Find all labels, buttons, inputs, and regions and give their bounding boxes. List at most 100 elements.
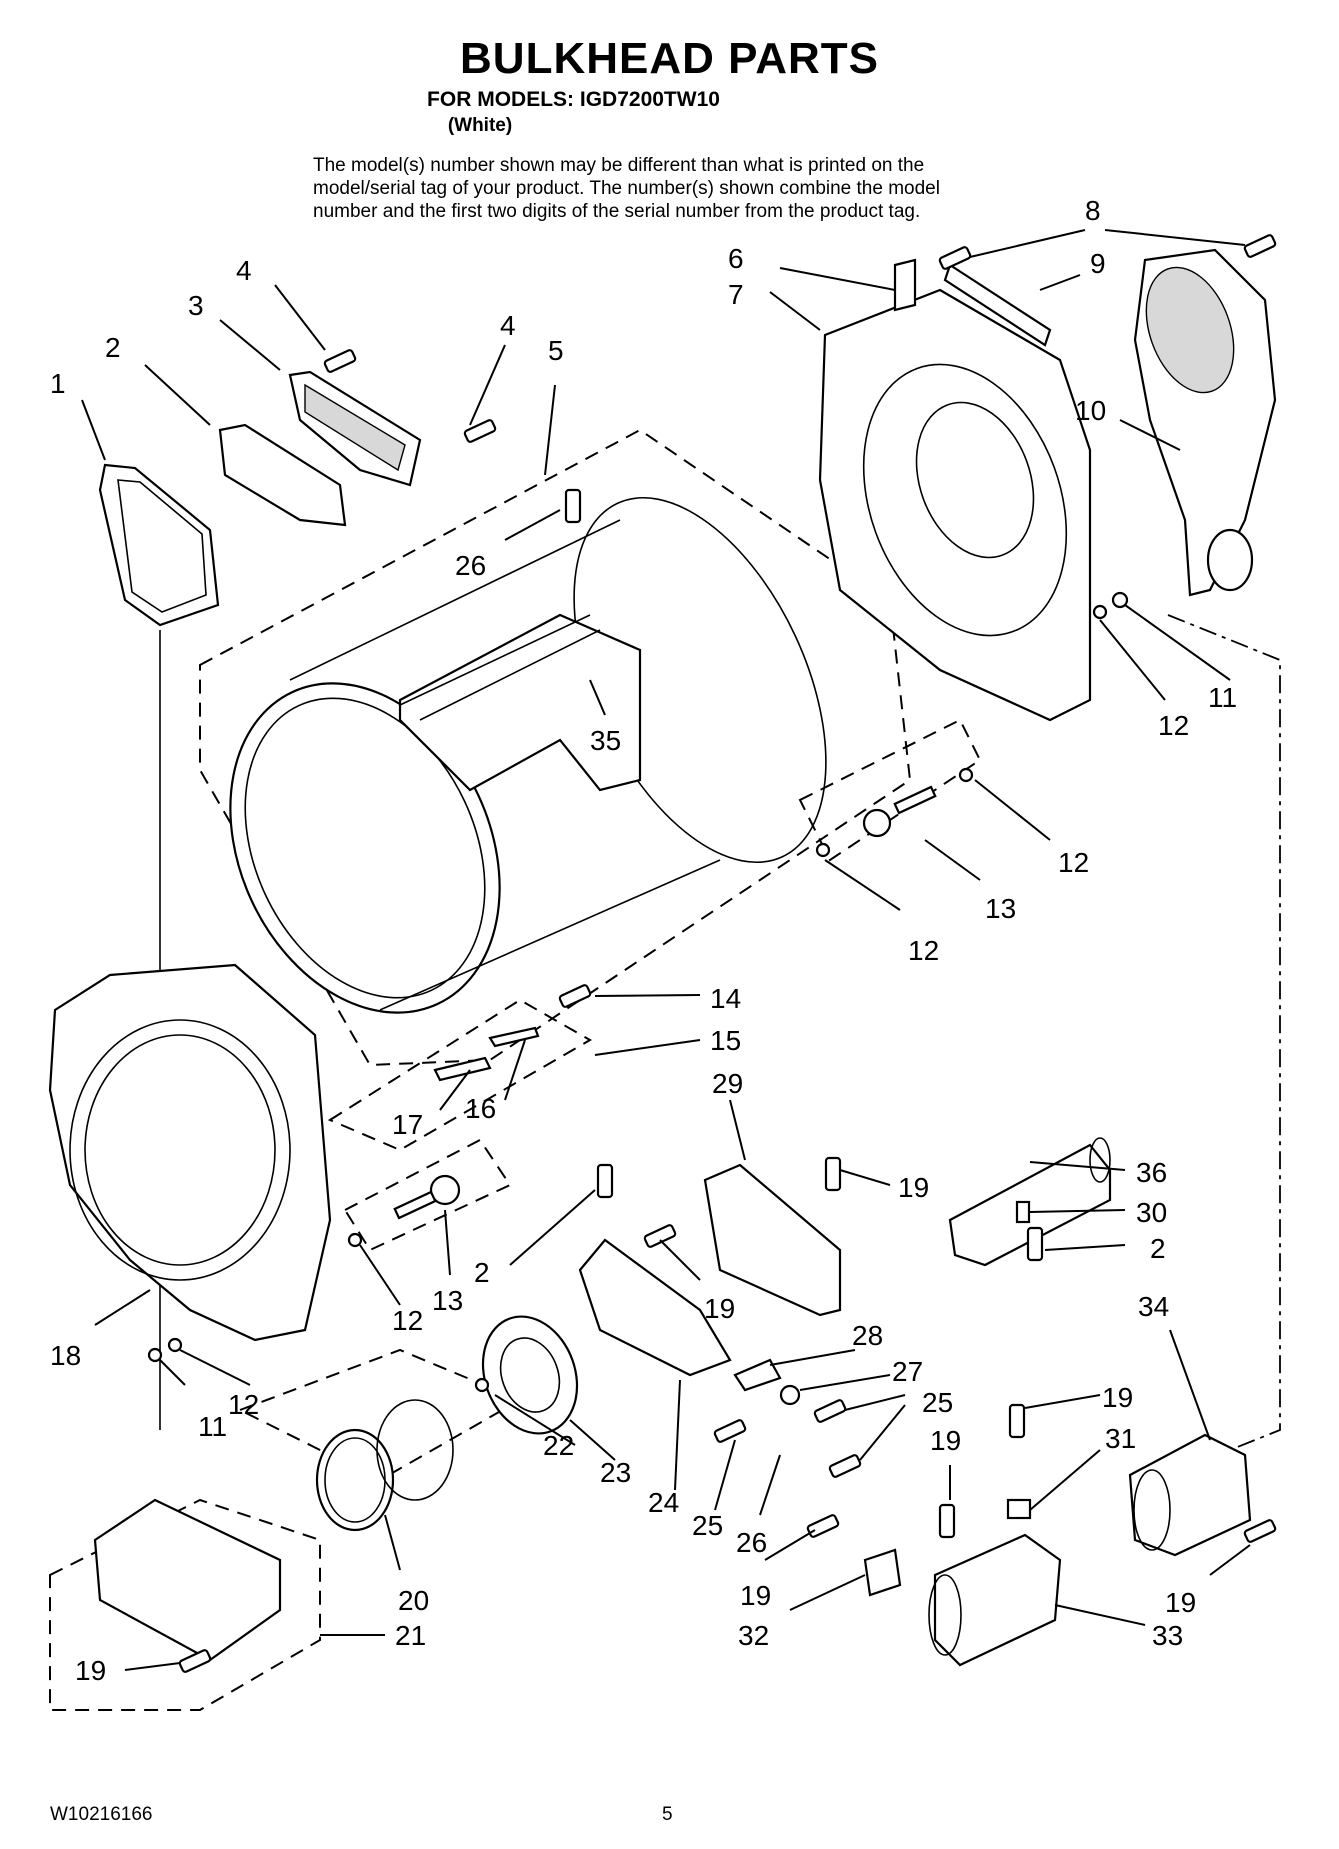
igniter-bracket xyxy=(1015,1200,1031,1224)
callout-label: 11 xyxy=(1208,682,1237,713)
washer xyxy=(815,842,831,858)
callout-label: 19 xyxy=(1102,1382,1133,1413)
screw xyxy=(824,1156,842,1192)
callout-label: 15 xyxy=(710,1025,741,1056)
screw xyxy=(828,1454,862,1478)
duct-bracket xyxy=(893,258,917,312)
callout-label: 11 xyxy=(198,1411,227,1442)
front-bulkhead-group-outline xyxy=(327,998,593,1152)
rear-bulkhead xyxy=(818,288,1092,722)
callout-label: 5 xyxy=(548,335,564,366)
callout-label: 26 xyxy=(455,550,486,581)
callout-label: 18 xyxy=(50,1340,81,1371)
page-number: 5 xyxy=(662,1804,673,1825)
duct-clip xyxy=(863,1548,902,1597)
exhaust-outlet xyxy=(933,1533,1062,1667)
screw xyxy=(323,349,357,373)
callout-label: 2 xyxy=(1150,1233,1166,1264)
blower-housing-front xyxy=(578,1238,732,1377)
drum-glide xyxy=(433,1056,492,1082)
drum-group-outline xyxy=(199,428,912,1067)
callout-label: 4 xyxy=(236,255,252,286)
washer xyxy=(958,767,974,783)
drum-front-ring xyxy=(229,682,501,1014)
nut xyxy=(147,1347,163,1363)
screw xyxy=(596,1163,614,1199)
lint-duct xyxy=(93,1498,282,1662)
callout-label: 19 xyxy=(930,1425,961,1456)
callout-label: 24 xyxy=(648,1487,679,1518)
callout-label: 32 xyxy=(738,1620,769,1651)
callout-labels: 1 2 3 4 4 5 26 35 6 7 8 9 10 11 12 12 13… xyxy=(50,195,1237,1686)
seal-ring xyxy=(376,1399,454,1501)
document-number: W10216166 xyxy=(50,1804,153,1825)
screw xyxy=(1026,1226,1044,1262)
callout-label: 22 xyxy=(543,1430,574,1461)
callout-label: 21 xyxy=(395,1620,426,1651)
rear-roller-group-outline xyxy=(343,1138,512,1252)
callout-label: 7 xyxy=(728,279,744,310)
callout-label: 2 xyxy=(474,1257,490,1288)
screw xyxy=(564,488,582,524)
models-line: FOR MODELS: IGD7200TW10 xyxy=(427,88,720,111)
page-title: BULKHEAD PARTS xyxy=(460,34,879,83)
callout-label: 12 xyxy=(392,1305,423,1336)
callout-label: 19 xyxy=(704,1293,735,1324)
callout-label: 1 xyxy=(50,368,66,399)
callout-label: 23 xyxy=(600,1457,631,1488)
callout-label: 2 xyxy=(105,332,121,363)
screw xyxy=(1243,1519,1277,1543)
drum-bearing xyxy=(429,1174,461,1206)
callout-label: 34 xyxy=(1138,1291,1169,1322)
callout-label: 25 xyxy=(692,1510,723,1541)
screw xyxy=(463,419,497,443)
rear-brace xyxy=(943,263,1052,347)
blower-group-outline xyxy=(1167,614,1281,1451)
screw xyxy=(1243,234,1277,258)
callout-label: 13 xyxy=(432,1285,463,1316)
screw xyxy=(178,1649,212,1673)
callout-label: 12 xyxy=(1158,710,1189,741)
drum-shell xyxy=(289,519,721,1011)
callout-label: 10 xyxy=(1075,395,1106,426)
note-line: number and the first two digits of the s… xyxy=(313,201,921,222)
exhaust-duct xyxy=(1128,1433,1252,1557)
blower-impeller xyxy=(481,1315,579,1435)
screw xyxy=(558,984,592,1008)
color-variant: (White) xyxy=(447,115,513,136)
screw xyxy=(643,1224,677,1248)
callout-label: 31 xyxy=(1105,1423,1136,1454)
callout-label: 19 xyxy=(75,1655,106,1686)
washer xyxy=(474,1377,490,1393)
callout-label: 8 xyxy=(1085,195,1101,226)
callout-label: 26 xyxy=(736,1527,767,1558)
blower-housing-back xyxy=(703,1163,842,1317)
callout-label: 6 xyxy=(728,243,744,274)
thermal-fuse xyxy=(779,1384,801,1406)
callout-label: 9 xyxy=(1090,248,1106,279)
washer xyxy=(1092,604,1108,620)
screw xyxy=(1008,1403,1026,1439)
lint-filter-frame xyxy=(98,463,220,627)
front-bulkhead xyxy=(48,963,332,1342)
callout-label: 12 xyxy=(1058,847,1089,878)
blower-seal xyxy=(315,1428,395,1532)
callout-label: 16 xyxy=(465,1093,496,1124)
callout-label: 33 xyxy=(1152,1620,1183,1651)
screw xyxy=(813,1399,847,1423)
callout-label: 35 xyxy=(590,725,621,756)
drum-baffle xyxy=(398,613,642,792)
screw xyxy=(806,1514,840,1538)
callout-label: 19 xyxy=(740,1580,771,1611)
note-line: The model(s) number shown may be differe… xyxy=(313,155,925,176)
thermistor-bracket xyxy=(733,1358,782,1392)
callout-label: 20 xyxy=(398,1585,429,1616)
callout-label: 17 xyxy=(392,1109,423,1140)
nut xyxy=(1111,591,1129,609)
washer xyxy=(347,1232,363,1248)
callout-label: 13 xyxy=(985,893,1016,924)
washer xyxy=(167,1337,183,1353)
callout-label: 14 xyxy=(710,983,741,1014)
callout-label: 28 xyxy=(852,1320,883,1351)
